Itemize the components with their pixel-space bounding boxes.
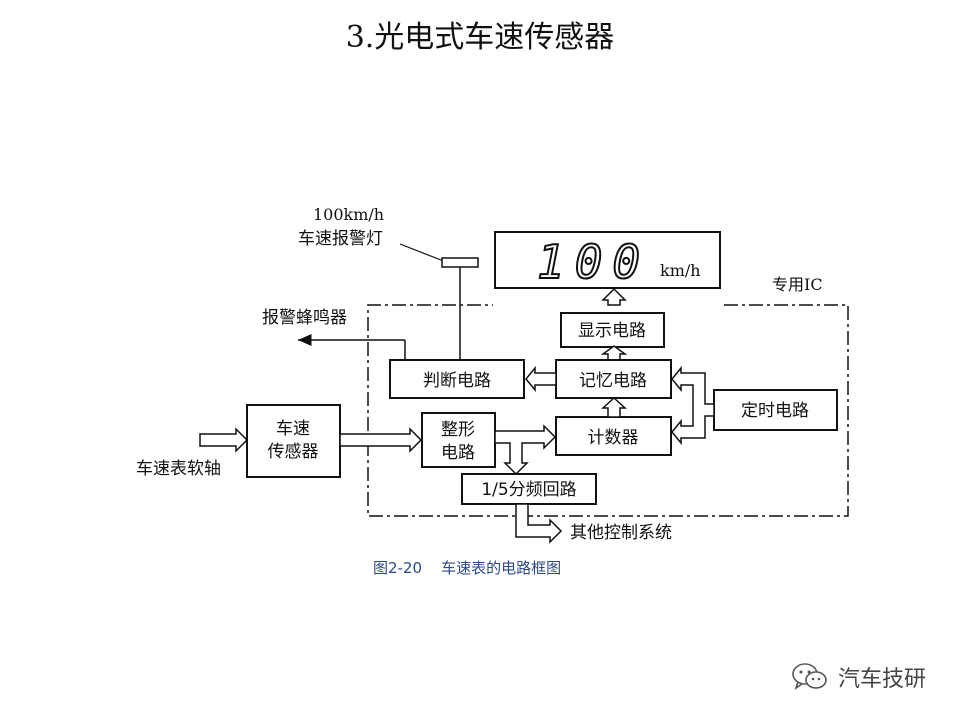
judge-circuit-box [389,359,525,399]
arrow-memory-to-display [600,345,628,361]
ic-label: 专用IC [772,275,823,294]
timer-circuit-box [713,389,838,431]
counter-label: 计数器 [588,428,639,448]
timer-circuit-label: 定时电路 [741,401,809,421]
display-value: 100 [537,235,650,289]
lamp-leader [399,243,447,263]
ic-boundary [367,304,849,517]
divider-box [461,473,597,505]
other-systems-label: 其他控制系统 [570,523,672,543]
watermark-text: 汽车技研 [838,667,927,692]
display-circuit-box [560,312,665,348]
sensor-box [246,404,341,478]
arrow-to-display [601,287,627,306]
memory-circuit-label: 记忆电路 [579,371,647,391]
arrow-memory-to-judge [525,365,557,393]
arrow-shaping-to-counter [494,424,557,476]
arrow-sensor-to-shaping [339,427,423,453]
page-title: 3.光电式车速传感器 [345,20,615,55]
watermark: 汽车技研 [790,660,926,694]
arrow-timer-to-memory-counter [671,365,715,446]
sensor-label-2: 传感器 [268,442,319,462]
arrow-input [199,427,249,453]
display-unit: km/h [660,261,701,280]
lamp-speed-label: 100km/h [313,205,384,224]
display-circuit-label: 显示电路 [578,321,646,341]
counter-box [555,416,672,456]
lamp-label: 车速报警灯 [298,229,383,249]
input-label: 车速表软轴 [136,459,221,479]
divider-label: 1/5分频回路 [481,480,576,500]
warning-lamp [441,257,479,268]
buzzer-label: 报警蜂鸣器 [262,308,347,328]
wechat-icon [792,663,827,690]
shaping-label-2: 电路 [441,443,475,463]
shaping-circuit-box [421,412,496,468]
shaping-label-1: 整形 [441,420,475,440]
figure-caption: 图2-20 车速表的电路框图 [373,559,562,577]
judge-circuit-label: 判断电路 [423,371,491,391]
sensor-label-1: 车速 [276,419,310,439]
arrow-counter-to-memory [601,396,627,418]
digital-display [494,231,721,289]
arrow-to-other-systems [515,503,563,544]
